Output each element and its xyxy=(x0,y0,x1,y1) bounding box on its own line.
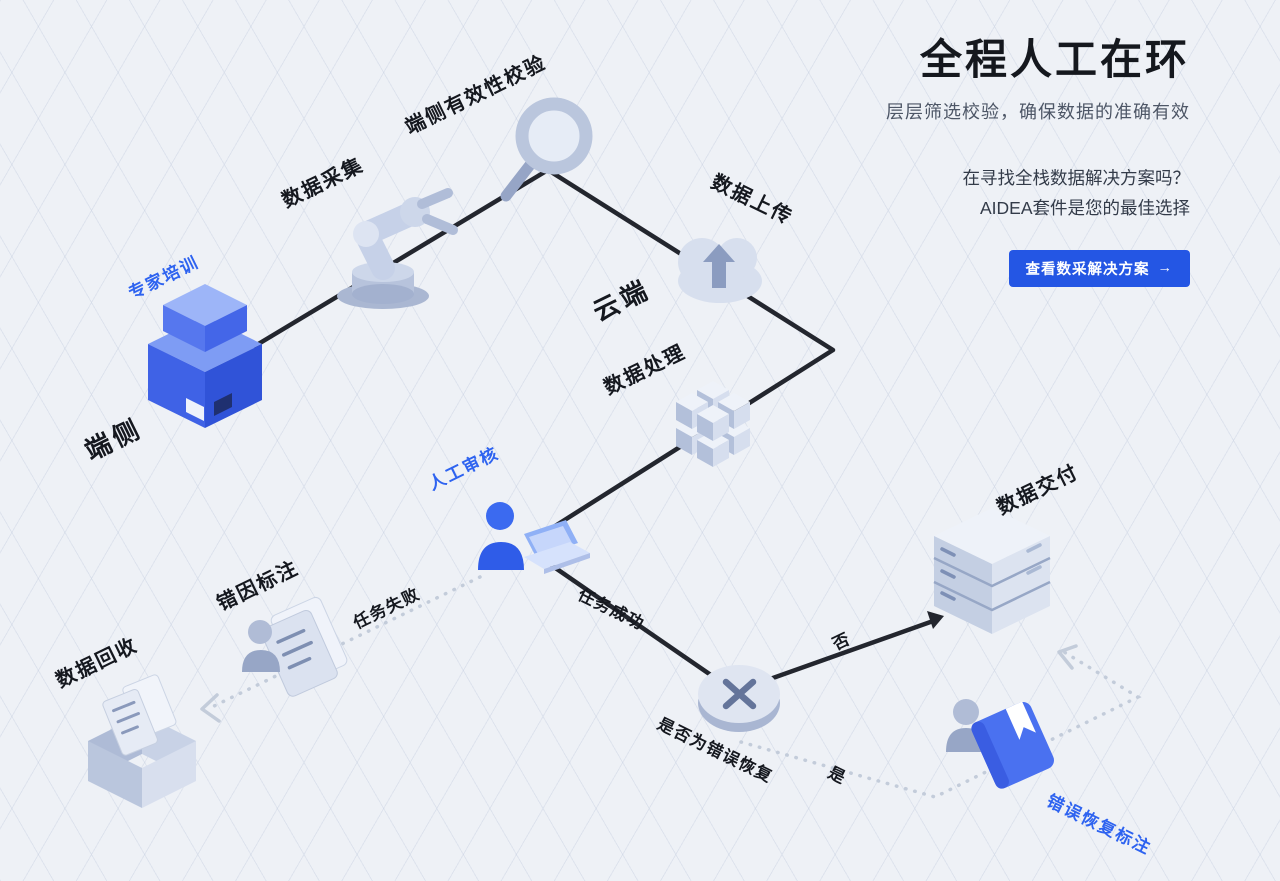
expert-training-icon xyxy=(148,284,262,428)
promo-line-1: 在寻找全栈数据解决方案吗？ xyxy=(962,168,1191,189)
server-icon xyxy=(933,508,1051,634)
promo-text: 在寻找全栈数据解决方案吗？ AIDEA套件是您的最佳选择 xyxy=(720,164,1191,224)
chevron-arrow-delivery xyxy=(1057,644,1078,670)
upload-arrow-icon xyxy=(703,244,735,288)
flow-line-dotted-failed xyxy=(200,575,482,723)
arrowhead-to-delivery xyxy=(927,611,944,629)
header: 全程人工在环 层层筛选校验，确保数据的准确有效 在寻找全栈数据解决方案吗？ AI… xyxy=(720,36,1190,287)
cta-button[interactable]: 查看数采解决方案 → xyxy=(1008,249,1190,287)
arrow-right-icon: → xyxy=(1157,260,1173,277)
cube-cluster-icon xyxy=(676,381,750,467)
recovery-annotator-icon xyxy=(946,699,1054,789)
robot-arm-icon xyxy=(337,188,458,309)
cta-label: 查看数采解决方案 xyxy=(1025,261,1150,278)
recycle-box-icon xyxy=(88,674,196,808)
magnifier-icon xyxy=(500,97,593,202)
bookmark-icon xyxy=(1005,701,1036,740)
page-subtitle: 层层筛选校验，确保数据的准确有效 xyxy=(886,102,1190,123)
decision-node-icon xyxy=(698,665,780,732)
reviewer-icon xyxy=(478,502,590,574)
cloud-upload-icon xyxy=(678,238,762,303)
promo-line-2: AIDEA套件是您的最佳选择 xyxy=(979,198,1190,219)
x-mark-icon xyxy=(722,678,757,710)
chevron-arrow-recycle xyxy=(200,693,221,723)
page-title: 全程人工在环 xyxy=(919,36,1190,83)
error-annotation-icon xyxy=(242,596,348,697)
